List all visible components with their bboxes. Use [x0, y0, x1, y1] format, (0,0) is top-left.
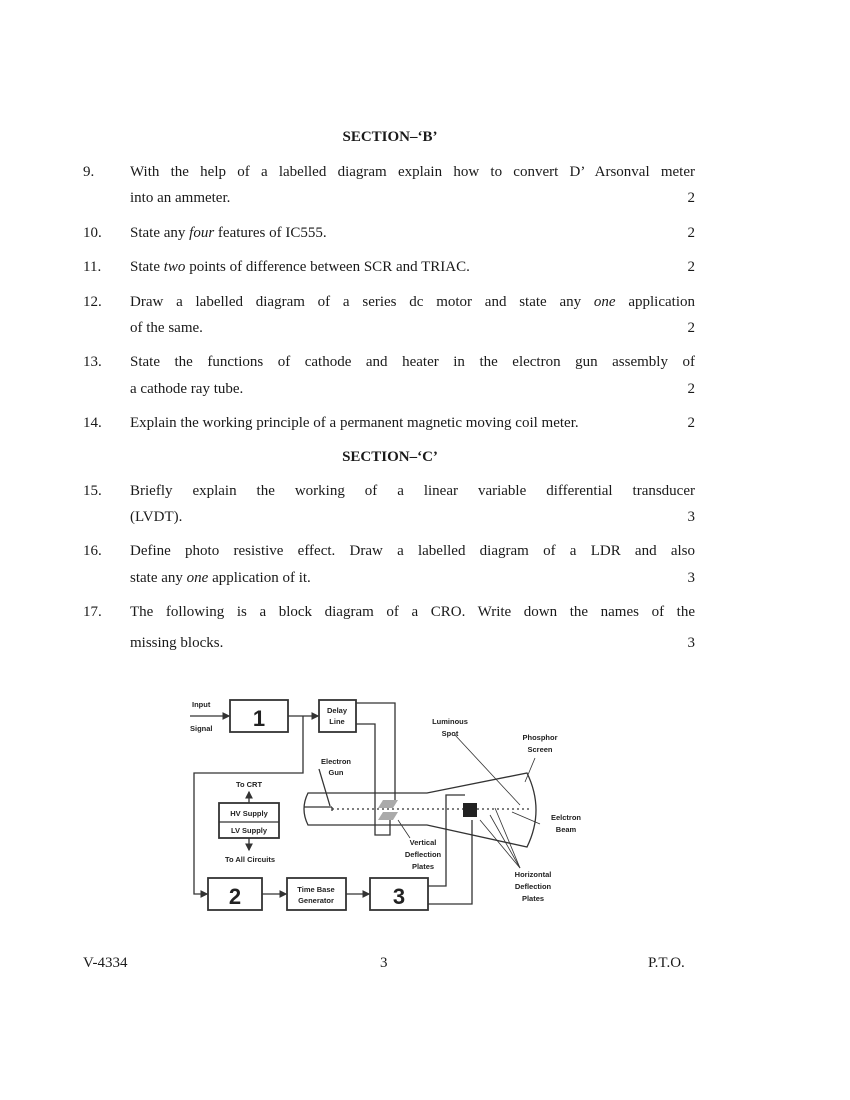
question-marks: 3: [687, 570, 696, 586]
question-number: 9.: [83, 164, 95, 180]
question-text: Define photo resistive effect. Draw a la…: [130, 543, 695, 559]
question-text: Briefly explain the working of a linear …: [130, 483, 695, 499]
question-marks: 2: [687, 415, 696, 431]
svg-text:Spot: Spot: [442, 729, 459, 738]
question-text: a cathode ray tube.: [130, 381, 244, 397]
paper-code: V-4334: [83, 955, 128, 971]
question-text: With the help of a labelled diagram expl…: [130, 164, 695, 180]
question-text: Explain the working principle of a perma…: [130, 415, 579, 431]
svg-text:Screen: Screen: [527, 745, 552, 754]
svg-text:Deflection: Deflection: [405, 850, 442, 859]
question-text: Draw a labelled diagram of a series dc m…: [130, 294, 695, 310]
question-number: 10.: [83, 225, 102, 241]
svg-text:To CRT: To CRT: [236, 780, 263, 789]
section-b-heading: SECTION–‘B’: [342, 129, 438, 145]
horizontal-deflection-plates: [463, 803, 477, 817]
question-number: 11.: [83, 259, 102, 275]
svg-text:Generator: Generator: [298, 896, 334, 905]
question-marks: 3: [687, 509, 696, 525]
svg-text:Plates: Plates: [412, 862, 434, 871]
svg-text:Plates: Plates: [522, 894, 544, 903]
svg-text:Input: Input: [192, 700, 211, 709]
delay-line-block: [318, 699, 357, 733]
svg-text:Time Base: Time Base: [297, 885, 334, 894]
question-text: State two points of difference between S…: [130, 259, 470, 275]
svg-text:To All Circuits: To All Circuits: [225, 855, 275, 864]
svg-text:Beam: Beam: [556, 825, 577, 834]
question-marks: 2: [687, 190, 696, 206]
svg-text:Phosphor: Phosphor: [523, 733, 558, 742]
vertical-deflection-plates: [378, 800, 398, 820]
question-text: The following is a block diagram of a CR…: [130, 604, 695, 620]
question-marks: 2: [687, 225, 696, 241]
question-marks: 3: [687, 635, 696, 651]
svg-text:Eelctron: Eelctron: [551, 813, 581, 822]
svg-text:Signal: Signal: [190, 724, 213, 733]
question-marks: 2: [687, 259, 696, 275]
svg-text:Vertical: Vertical: [410, 838, 437, 847]
question-marks: 2: [687, 381, 696, 397]
svg-text:Gun: Gun: [329, 768, 344, 777]
question-number: 17.: [83, 604, 102, 620]
question-text: into an ammeter.: [130, 190, 231, 206]
section-c-heading: SECTION–‘C’: [342, 449, 438, 465]
svg-text:1: 1: [253, 706, 265, 731]
svg-text:LV Supply: LV Supply: [231, 826, 268, 835]
block-3: [369, 877, 429, 911]
question-number: 13.: [83, 354, 102, 370]
please-turn-over: P.T.O.: [648, 955, 685, 971]
svg-text:Horizontal: Horizontal: [515, 870, 552, 879]
question-text: (LVDT).: [130, 509, 183, 525]
question-number: 14.: [83, 415, 102, 431]
question-text: state any one application of it.: [130, 570, 311, 586]
svg-text:HV Supply: HV Supply: [230, 809, 268, 818]
page-number: 3: [380, 955, 388, 971]
svg-text:3: 3: [393, 884, 405, 909]
svg-text:Delay: Delay: [327, 706, 348, 715]
question-number: 15.: [83, 483, 102, 499]
question-marks: 2: [687, 320, 696, 336]
cathode-ray-tube: [303, 772, 537, 848]
question-text: missing blocks.: [130, 635, 224, 651]
svg-text:Deflection: Deflection: [515, 882, 552, 891]
svg-text:2: 2: [229, 884, 241, 909]
question-number: 16.: [83, 543, 102, 559]
svg-text:Line: Line: [329, 717, 344, 726]
question-number: 12.: [83, 294, 102, 310]
time-base-generator-block: [286, 877, 347, 911]
question-text: State the functions of cathode and heate…: [130, 354, 695, 370]
question-text: State any four features of IC555.: [130, 225, 327, 241]
question-text: of the same.: [130, 320, 203, 336]
svg-text:Luminous: Luminous: [432, 717, 468, 726]
svg-text:Electron: Electron: [321, 757, 351, 766]
